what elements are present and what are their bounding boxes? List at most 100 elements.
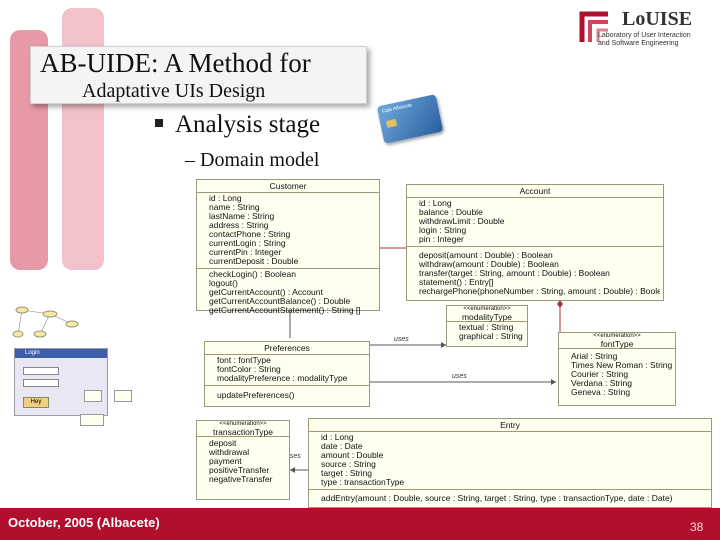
enum-values: deposit withdrawal payment positiveTrans… (197, 437, 289, 486)
enum-name: modalityType (461, 312, 513, 322)
enum-header: <<enumeration>> modalityType (447, 306, 527, 322)
thumbnail-button-label: Hey (30, 399, 42, 405)
stereotype: <<enumeration>> (593, 333, 641, 339)
enum-header: <<enumeration>> transactionType (197, 421, 289, 437)
attribute: currentLogin : String (209, 239, 286, 248)
thumbnail-field (23, 379, 59, 387)
attribute: balance : Double (419, 208, 483, 217)
thumbnail-field (23, 367, 59, 375)
enum-value: negativeTransfer (209, 475, 273, 484)
operation: logout() (209, 279, 238, 288)
thumbnail-titlebar: Login (15, 349, 107, 358)
enum-value: Geneva : String (571, 388, 631, 397)
operation: addEntry(amount : Double, source : Strin… (321, 494, 673, 503)
operation: getCurrentAccountBalance() : Double (209, 297, 351, 306)
operation: checkLogin() : Boolean (209, 270, 296, 279)
enum-value: withdrawal (209, 448, 250, 457)
class-attributes: id : Long name : String lastName : Strin… (197, 193, 379, 269)
enum-name: fontType (600, 339, 634, 349)
footer-date: October, 2005 (Albacete) (8, 515, 160, 530)
operation: deposit(amount : Double) : Boolean (419, 251, 553, 260)
bullet-analysis-stage: Analysis stage (155, 111, 320, 139)
enum-value: Arial : String (571, 352, 618, 361)
stereotype: <<enumeration>> (463, 306, 511, 312)
task-diagram-thumbnail (12, 306, 79, 338)
operation: getCurrentAccountStatement() : String [] (209, 306, 361, 315)
uml-enum-modality-type: <<enumeration>> modalityType textual : S… (446, 305, 528, 347)
attribute: date : Date (321, 442, 363, 451)
logo-line1: Laboratory of User Interaction (598, 32, 691, 39)
louise-logo: LoUISE Laboratory of User Interaction an… (578, 2, 718, 52)
class-attributes: id : Long date : Date amount : Double so… (309, 432, 711, 490)
uml-enum-font-type: <<enumeration>> fontType Arial : String … (558, 332, 676, 406)
class-name: Account (407, 185, 663, 198)
class-attributes: id : Long balance : Double withdrawLimit… (407, 198, 663, 247)
uml-class-account: Account id : Long balance : Double withd… (406, 184, 664, 301)
operation: withdraw(amount : Double) : Boolean (419, 260, 559, 269)
stereotype: <<enumeration>> (219, 421, 267, 427)
attribute: pin : Integer (419, 235, 464, 244)
assoc-label-uses-3: uses (286, 453, 301, 460)
operation: getCurrentAccount() : Account (209, 288, 323, 297)
attribute: id : Long (321, 433, 354, 442)
enum-value: Verdana : String (571, 379, 632, 388)
uml-enum-transaction-type: <<enumeration>> transactionType deposit … (196, 420, 290, 500)
page-number: 38 (690, 520, 704, 534)
uml-class-customer: Customer id : Long name : String lastNam… (196, 179, 380, 315)
operation: statement() : Entry[] (419, 278, 494, 287)
logo-line2: and Software Engineering (598, 40, 679, 47)
enum-name: transactionType (212, 427, 273, 437)
attribute: font : fontType (217, 356, 271, 365)
slide-title: AB-UIDE: A Method for (40, 48, 311, 78)
operation: rechargePhone(phoneNumber : String, amou… (419, 287, 660, 296)
enum-value: Times New Roman : String (571, 361, 672, 370)
thumbnail-note (80, 414, 104, 426)
operation: updatePreferences() (217, 391, 295, 400)
thumbnail-button: Hey (23, 397, 49, 408)
attribute: amount : Double (321, 451, 384, 460)
class-attributes: font : fontType fontColor : String modal… (205, 355, 369, 386)
enum-values: textual : String graphical : String (447, 322, 527, 343)
bullet-domain-model: – Domain model (185, 149, 320, 171)
attribute: id : Long (419, 199, 452, 208)
class-name: Customer (197, 180, 379, 193)
assoc-label-uses-2: uses (452, 373, 467, 380)
title-box (30, 46, 367, 104)
attribute: login : String (419, 226, 467, 235)
enum-header: <<enumeration>> fontType (559, 333, 675, 349)
enum-value: textual : String (459, 323, 514, 332)
attribute: currentDeposit : Double (209, 257, 299, 266)
class-operations: addEntry(amount : Double, source : Strin… (309, 490, 711, 505)
logo-emblem-icon (579, 11, 608, 42)
attribute: id : Long (209, 194, 242, 203)
attribute: currentPin : Integer (209, 248, 282, 257)
enum-value: Courier : String (571, 370, 629, 379)
class-operations: updatePreferences() (205, 386, 369, 402)
attribute: name : String (209, 203, 260, 212)
bullet-text: Analysis stage (175, 111, 321, 138)
operation: transfer(target : String, amount : Doubl… (419, 269, 610, 278)
enum-value: deposit (209, 439, 237, 448)
thumbnail-note (114, 390, 132, 402)
bullet-square-icon (155, 119, 163, 128)
footer-bar (0, 508, 720, 540)
attribute: fontColor : String (217, 365, 281, 374)
thumbnail-window-title: Login (25, 350, 40, 356)
class-operations: deposit(amount : Double) : Boolean withd… (407, 247, 663, 298)
enum-value: graphical : String (459, 332, 523, 341)
enum-value: payment (209, 457, 242, 466)
attribute: lastName : String (209, 212, 275, 221)
ui-login-thumbnail: Login Hey (14, 348, 108, 416)
attribute: target : String (321, 469, 373, 478)
attribute: type : transactionType (321, 478, 405, 487)
attribute: contactPhone : String (209, 230, 291, 239)
class-operations: checkLogin() : Boolean logout() getCurre… (197, 269, 379, 317)
class-name: Entry (309, 419, 711, 432)
uml-class-entry: Entry id : Long date : Date amount : Dou… (308, 418, 712, 508)
attribute: withdrawLimit : Double (419, 217, 505, 226)
enum-value: positiveTransfer (209, 466, 270, 475)
logo-name: LoUISE (622, 8, 693, 30)
attribute: modalityPreference : modalityType (217, 374, 348, 383)
enum-values: Arial : String Times New Roman : String … (559, 349, 675, 399)
attribute: address : String (209, 221, 269, 230)
